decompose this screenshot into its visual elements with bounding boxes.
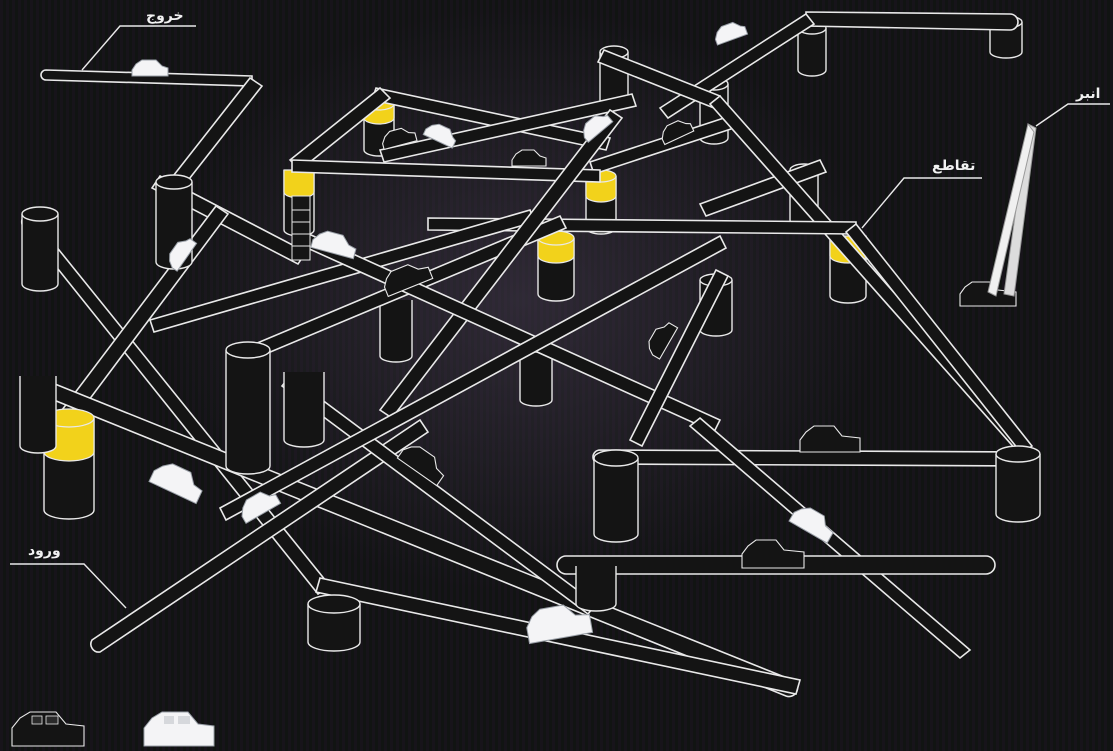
tongs-leader (1036, 104, 1110, 126)
rod-top-right (806, 12, 1018, 30)
car-light-icon (132, 60, 168, 76)
lane-marker (292, 196, 310, 260)
car-dark-icon (800, 426, 860, 452)
pillar-frame-left (594, 450, 638, 542)
pillar-bottom-center (576, 566, 616, 611)
exit-label: خروج (146, 8, 184, 24)
rod-upper-frame-8 (292, 160, 600, 182)
tongs-label: انبر (1076, 86, 1100, 102)
car-dark-icon (12, 712, 84, 746)
car-dark-icon (644, 319, 678, 359)
intersection-label: تقاطع (932, 158, 975, 174)
pillar-left-back (20, 376, 56, 453)
car-light-icon (149, 458, 207, 504)
pillar-far-left (22, 207, 58, 291)
car-light-icon (144, 712, 214, 746)
rod-upper-frame-1 (170, 78, 262, 188)
intersection-leader (862, 178, 982, 228)
pillar-left-center (226, 342, 270, 474)
pillar-center-front (284, 372, 324, 447)
car-light-icon (712, 19, 748, 45)
pillar-frame-right (996, 446, 1040, 522)
tongs-icon (988, 124, 1036, 296)
car-dark-icon (512, 150, 546, 166)
car-dark-icon (742, 540, 804, 568)
pillar-bottom-left (308, 595, 360, 651)
pillar-center-mid (380, 300, 412, 362)
entry-leader (10, 564, 126, 608)
entry-label: ورود (28, 543, 61, 559)
car-light-icon (311, 228, 359, 259)
pillar-yellow-mid (538, 231, 574, 301)
